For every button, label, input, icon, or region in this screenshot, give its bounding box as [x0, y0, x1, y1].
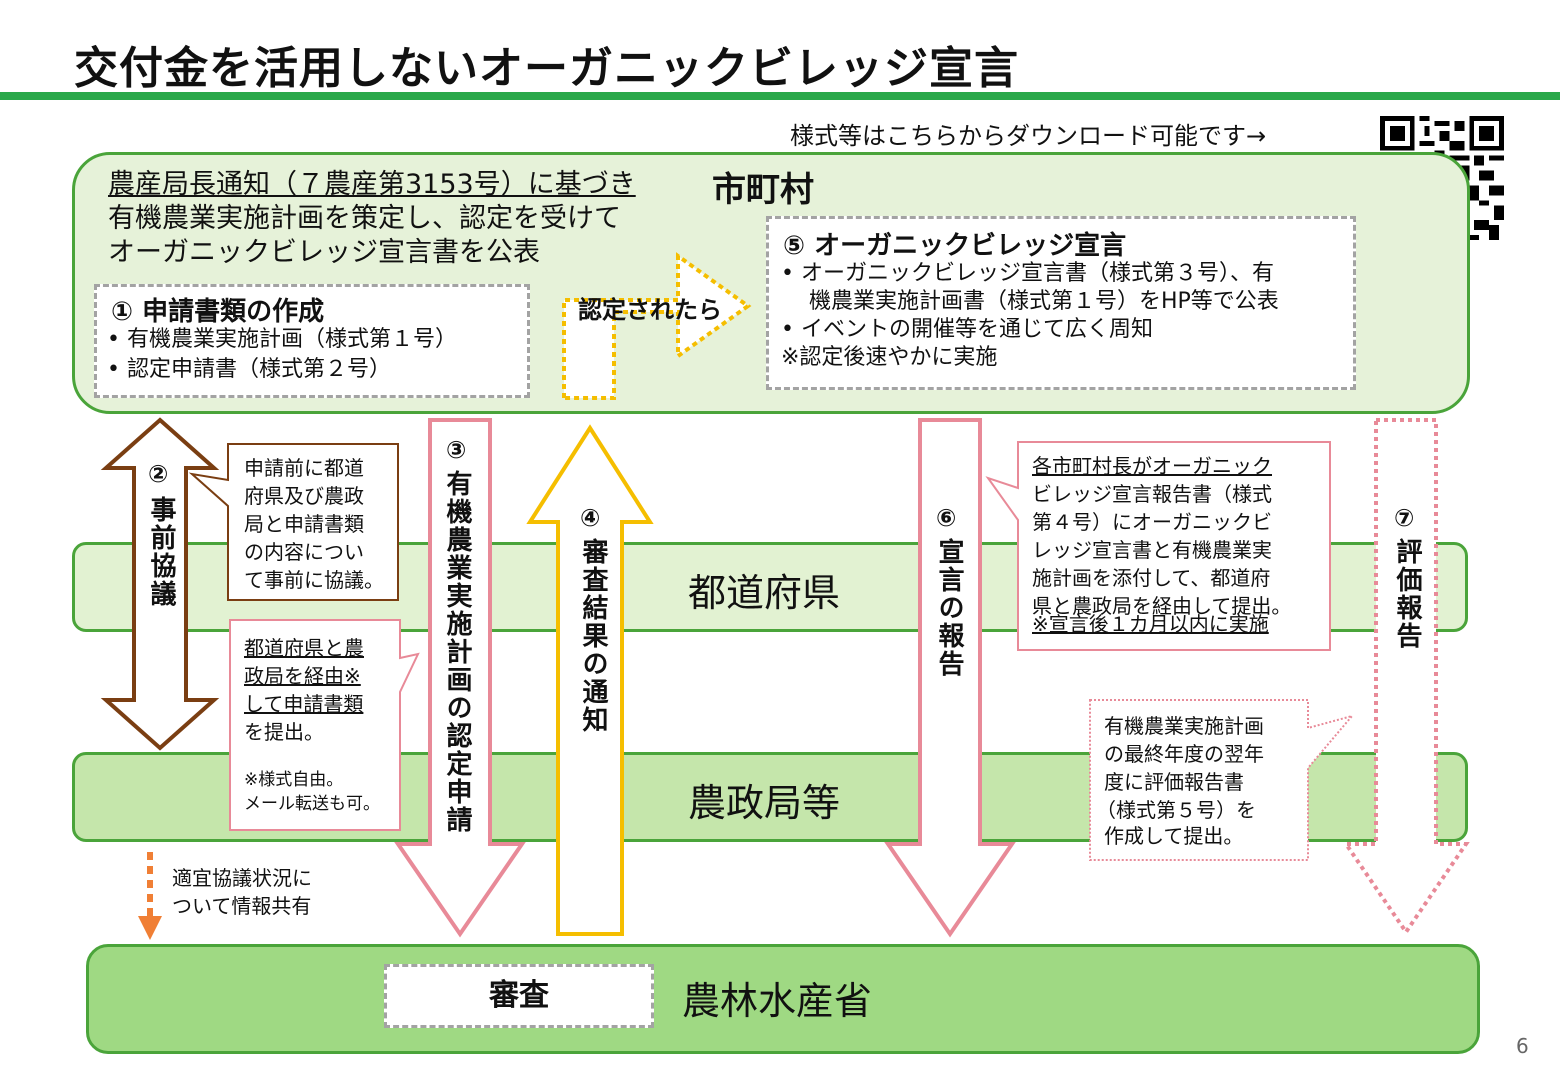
submit-callout [229, 619, 420, 831]
step5-item: ※認定後速やかに実施 [781, 345, 998, 370]
report-text: 第４号）にオーガニックビ [1032, 510, 1272, 534]
page-number: 6 [1516, 1034, 1529, 1058]
step1-item: • 認定申請書（様式第２号） [107, 357, 391, 382]
submit-note: ※様式自由。 [244, 770, 344, 790]
download-note: 様式等はこちらからダウンロード可能です→ [790, 122, 1267, 150]
step7-label: 評価報告 [1392, 538, 1422, 650]
report-text: 県と農政局を経由して提出。 [1032, 594, 1292, 618]
eval-text: （様式第５号）を [1096, 798, 1256, 822]
step4-label: 審査結果の通知 [578, 538, 608, 734]
review-label: 審査 [489, 978, 549, 1013]
title-rule [0, 92, 1560, 100]
step7-number: ⑦ [1394, 504, 1415, 532]
step5-item: • オーガニックビレッジ宣言書（様式第３号）、有 [781, 261, 1274, 286]
report-text: ビレッジ宣言報告書（様式 [1032, 482, 1272, 506]
maff-band [86, 944, 1480, 1054]
page-title: 交付金を活用しないオーガニックビレッジ宣言 [74, 43, 1019, 94]
maff-label: 農林水産省 [682, 979, 873, 1023]
report-text: 施計画を添付して、都道府 [1032, 566, 1271, 590]
step5-box: ⑤ オーガニックビレッジ宣言 • オーガニックビレッジ宣言書（様式第３号）、有 … [766, 216, 1356, 390]
step2-label: 事前協議 [146, 496, 176, 608]
review-box [384, 964, 654, 1028]
eval-callout [1089, 699, 1355, 861]
submit-text: 都道府県と農 [244, 636, 364, 660]
step6-number: ⑥ [936, 504, 957, 532]
step2-arrow [100, 417, 220, 751]
intro-line: オーガニックビレッジ宣言書を公表 [108, 237, 540, 268]
step1-box: ① 申請書類の作成 • 有機農業実施計画（様式第１号） • 認定申請書（様式第２… [94, 284, 530, 398]
municipality-label: 市町村 [712, 170, 814, 210]
step5-title: ⑤ オーガニックビレッジ宣言 [783, 231, 1127, 261]
approved-label: 認定されたら [578, 296, 722, 324]
share-arrowhead [138, 916, 162, 940]
submit-text: 政局を経由※ [244, 664, 361, 688]
prefecture-label: 都道府県 [688, 571, 841, 615]
intro-line: 有機農業実施計画を策定し、認定を受けて [108, 203, 621, 234]
step2-number: ② [148, 460, 169, 488]
step6-arrow [884, 418, 1016, 938]
step3-number: ③ [446, 436, 467, 464]
step1-item: • 有機農業実施計画（様式第１号） [107, 327, 457, 352]
share-note: ついて情報共有 [172, 894, 312, 918]
intro-line: 農産局長通知（７農産第3153号）に基づき [108, 169, 636, 200]
step4-number: ④ [580, 504, 601, 532]
submit-note: メール転送も可。 [244, 794, 380, 814]
eval-text: 有機農業実施計画 [1104, 714, 1264, 738]
prior-text: 局と申請書類 [244, 512, 364, 536]
eval-text: 作成して提出。 [1104, 824, 1244, 848]
step6-label: 宣言の報告 [934, 538, 964, 678]
report-callout [985, 441, 1331, 651]
step3-arrow [394, 418, 526, 938]
share-note: 適宜協議状況に [172, 866, 312, 890]
prior-text: の内容につい [244, 540, 364, 564]
submit-text: して申請書類 [244, 692, 364, 716]
eval-text: の最終年度の翌年 [1104, 742, 1264, 766]
step1-title: ① 申請書類の作成 [111, 297, 325, 327]
report-text: ※宣言後１カ月以内に実施 [1032, 612, 1269, 636]
regional-office-label: 農政局等 [688, 781, 841, 825]
eval-text: 度に評価報告書 [1104, 770, 1244, 794]
step4-arrow [526, 424, 654, 936]
step7-arrow [1342, 418, 1470, 936]
report-text: レッジ宣言書と有機農業実 [1032, 538, 1272, 562]
prior-callout [188, 443, 399, 601]
step5-item: • イベントの開催等を通じて広く周知 [781, 317, 1153, 342]
step5-item: 機農業実施計画書（様式第１号）をHP等で公表 [809, 289, 1279, 314]
approved-arrow [562, 252, 752, 400]
report-text: 各市町村長がオーガニック [1032, 454, 1272, 478]
prior-text: 府県及び農政 [244, 484, 364, 508]
step3-label: 有機農業実施計画の認定申請 [442, 470, 472, 834]
prior-text: 申請前に都道 [244, 456, 364, 480]
submit-text: を提出。 [244, 720, 324, 744]
prior-text: て事前に協議。 [244, 568, 384, 592]
